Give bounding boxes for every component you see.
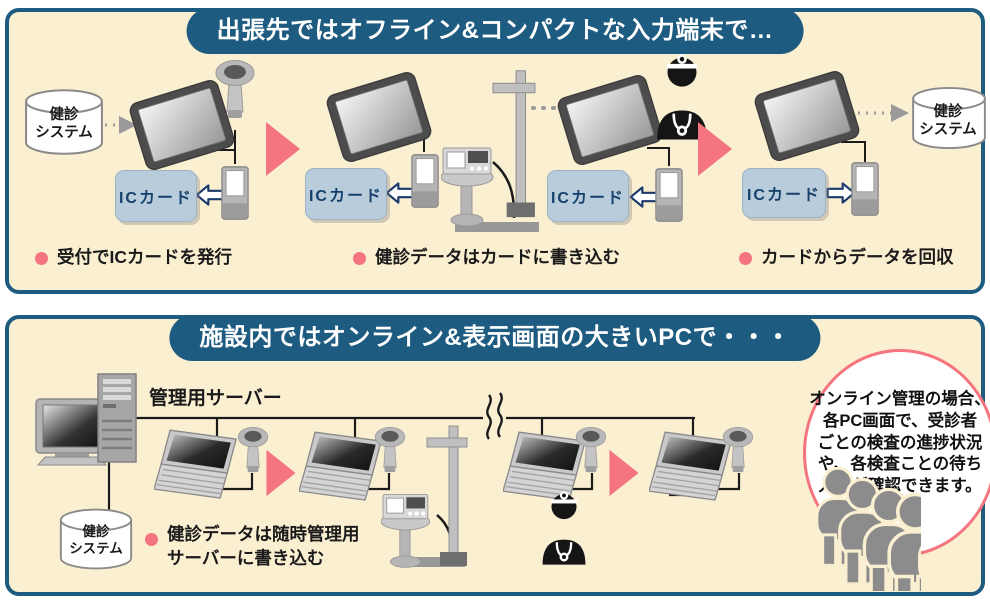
card-reader-1 bbox=[221, 166, 249, 220]
scale-platform bbox=[455, 222, 539, 232]
ic-card-box-2: ICカード bbox=[305, 168, 387, 220]
network-break-squiggle-icon bbox=[486, 392, 503, 440]
flow-arrow-icon-4 bbox=[609, 449, 639, 497]
step-bullet-icon-2 bbox=[353, 252, 366, 265]
step-bullet-icon-3 bbox=[739, 252, 752, 265]
flow-arrow-icon-2 bbox=[698, 122, 732, 176]
dotted-arrowhead-to-database bbox=[891, 104, 909, 122]
offsite-title-banner: 出張先ではオフライン&コンパクトな入力端末で… bbox=[186, 8, 804, 54]
ic-card-box-4: ICカード bbox=[742, 168, 826, 218]
server-label: 管理用サーバー bbox=[149, 388, 282, 409]
server-tower bbox=[97, 373, 137, 463]
height-meter-stand bbox=[492, 70, 536, 218]
barcode-scanner-icon-pc4 bbox=[722, 427, 754, 473]
step-bullet-icon-1 bbox=[35, 252, 48, 265]
height-meter-stand-onsite bbox=[426, 425, 468, 567]
step-label-1: 受付でICカードを発行 bbox=[57, 247, 232, 267]
ic-card-box-3: ICカード bbox=[547, 170, 629, 222]
flow-arrow-icon-3 bbox=[266, 449, 296, 497]
onsite-panel: 施設内ではオンライン&表示画面の大きいPCで・・・ 管理用サーバー 健診 システ… bbox=[5, 315, 990, 596]
barcode-scanner-icon-1 bbox=[215, 60, 255, 119]
database-label: 健診 システム bbox=[69, 524, 123, 556]
offsite-title: 出張先ではオフライン&コンパクトな入力端末で… bbox=[216, 17, 774, 44]
database-label: 健診 システム bbox=[919, 104, 977, 139]
step-label-3: カードからデータを回収 bbox=[761, 247, 954, 267]
dotted-arrowhead-to-tablet bbox=[119, 116, 137, 134]
callout-text: オンライン管理の場合、 各PC画面で、受診者 ごとの検査の進捗状況 や、各検査こ… bbox=[809, 390, 990, 496]
ic-card-box-1: ICカード bbox=[115, 170, 197, 222]
waiting-people-icon bbox=[775, 465, 921, 591]
scale-platform bbox=[397, 557, 465, 567]
card-reader-3 bbox=[655, 168, 683, 222]
barcode-scanner-icon-pc2 bbox=[374, 427, 406, 473]
onsite-title: 施設内ではオンライン&表示画面の大きいPCで・・・ bbox=[199, 324, 791, 351]
note-bullet-icon bbox=[145, 533, 158, 546]
database-label: 健診 システム bbox=[35, 107, 93, 142]
barcode-scanner-icon-pc3 bbox=[575, 427, 607, 473]
doctor-icon-onsite bbox=[541, 491, 587, 565]
step-label-2: 健診データはカードに書き込む bbox=[375, 247, 620, 267]
offsite-panel: 出張先ではオフライン&コンパクトな入力端末で… 健診 システム ICカード IC… bbox=[5, 8, 986, 294]
onsite-title-banner: 施設内ではオンライン&表示画面の大きいPCで・・・ bbox=[169, 315, 821, 361]
flow-arrow-icon-1 bbox=[266, 122, 300, 176]
note-label: 健診データは随時管理用 サーバーに書き込む bbox=[167, 524, 360, 568]
card-reader-2 bbox=[411, 154, 439, 208]
card-reader-4 bbox=[851, 162, 879, 216]
